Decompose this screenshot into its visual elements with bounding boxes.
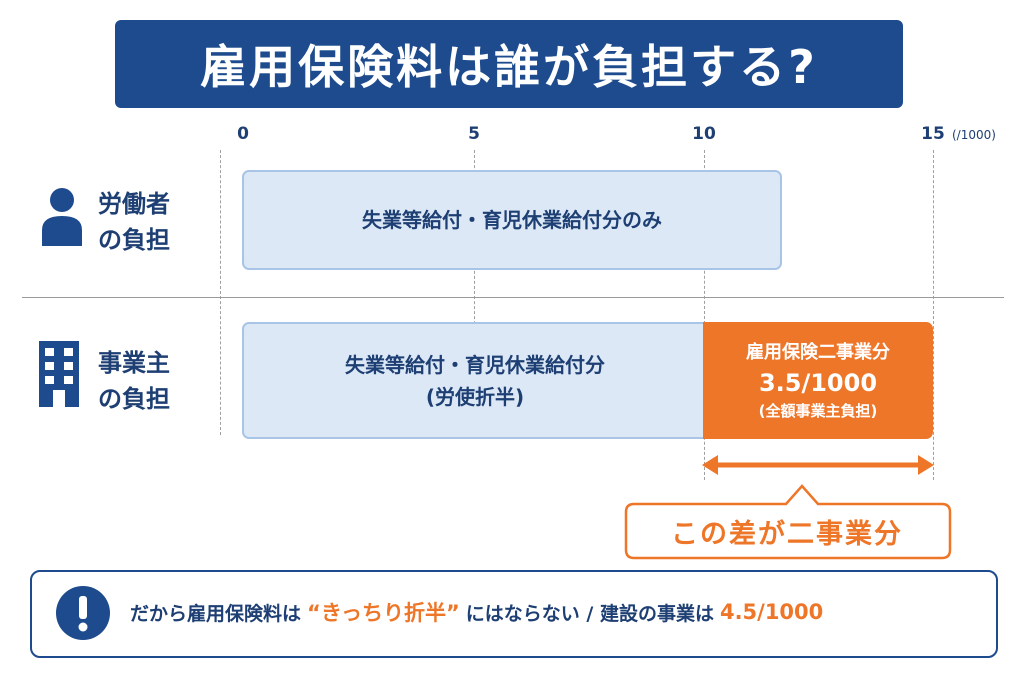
note-box bbox=[30, 570, 998, 658]
employer-share-bar: 失業等給付・育児休業給付分 (労使折半) bbox=[242, 322, 708, 439]
page-title: 雇用保険料は誰が負担する? bbox=[200, 40, 818, 94]
row-separator bbox=[22, 297, 1004, 298]
employer-label-line2: の負担 bbox=[98, 385, 170, 413]
axis-tick-5: 5 bbox=[468, 124, 480, 144]
worker-share-bar: 失業等給付・育児休業給付分のみ bbox=[242, 170, 782, 270]
two-projects-rate: 3.5/1000 bbox=[758, 368, 878, 397]
employer-label: 事業主 の負担 bbox=[98, 345, 170, 417]
employer-label-line1: 事業主 bbox=[98, 349, 170, 377]
person-icon bbox=[42, 188, 82, 246]
axis-tick-0: 0 bbox=[237, 124, 249, 144]
employer-share-subtext: (労使折半) bbox=[425, 384, 525, 409]
building-icon bbox=[39, 341, 79, 407]
employer-share-text: 失業等給付・育児休業給付分 bbox=[345, 352, 605, 377]
gridline-left bbox=[220, 150, 221, 435]
note-prefix: だから雇用保険料は bbox=[130, 602, 302, 625]
two-projects-title: 雇用保険二事業分 bbox=[746, 341, 890, 363]
difference-label: この差が二事業分 bbox=[671, 518, 903, 550]
worker-label-line2: の負担 bbox=[98, 226, 170, 254]
difference-callout bbox=[624, 484, 952, 560]
note-highlight: “きっちり折半” bbox=[307, 601, 460, 625]
worker-label: 労働者 の負担 bbox=[98, 186, 170, 258]
two-projects-bar: 雇用保険二事業分 3.5/1000 (全額事業主負担) bbox=[703, 322, 933, 439]
double-arrow-icon bbox=[702, 455, 934, 475]
axis-unit: (/1000) bbox=[952, 128, 996, 142]
note-middle: にはならない / 建設の事業は bbox=[465, 602, 714, 625]
note-text: だから雇用保険料は “きっちり折半” にはならない / 建設の事業は 4.5/1… bbox=[130, 592, 823, 632]
two-projects-note: (全額事業主負担) bbox=[758, 401, 878, 420]
note-value: 4.5/1000 bbox=[719, 600, 824, 624]
axis-tick-15: 15 bbox=[921, 124, 945, 144]
gridline-15 bbox=[933, 150, 934, 480]
exclamation-icon bbox=[56, 586, 110, 640]
axis-tick-10: 10 bbox=[692, 124, 716, 144]
title-banner: 雇用保険料は誰が負担する? bbox=[115, 20, 903, 108]
gridline-10 bbox=[704, 150, 705, 480]
worker-share-text: 失業等給付・育児休業給付分のみ bbox=[362, 208, 662, 232]
gridline-5 bbox=[474, 150, 475, 435]
worker-label-line1: 労働者 bbox=[98, 190, 170, 218]
